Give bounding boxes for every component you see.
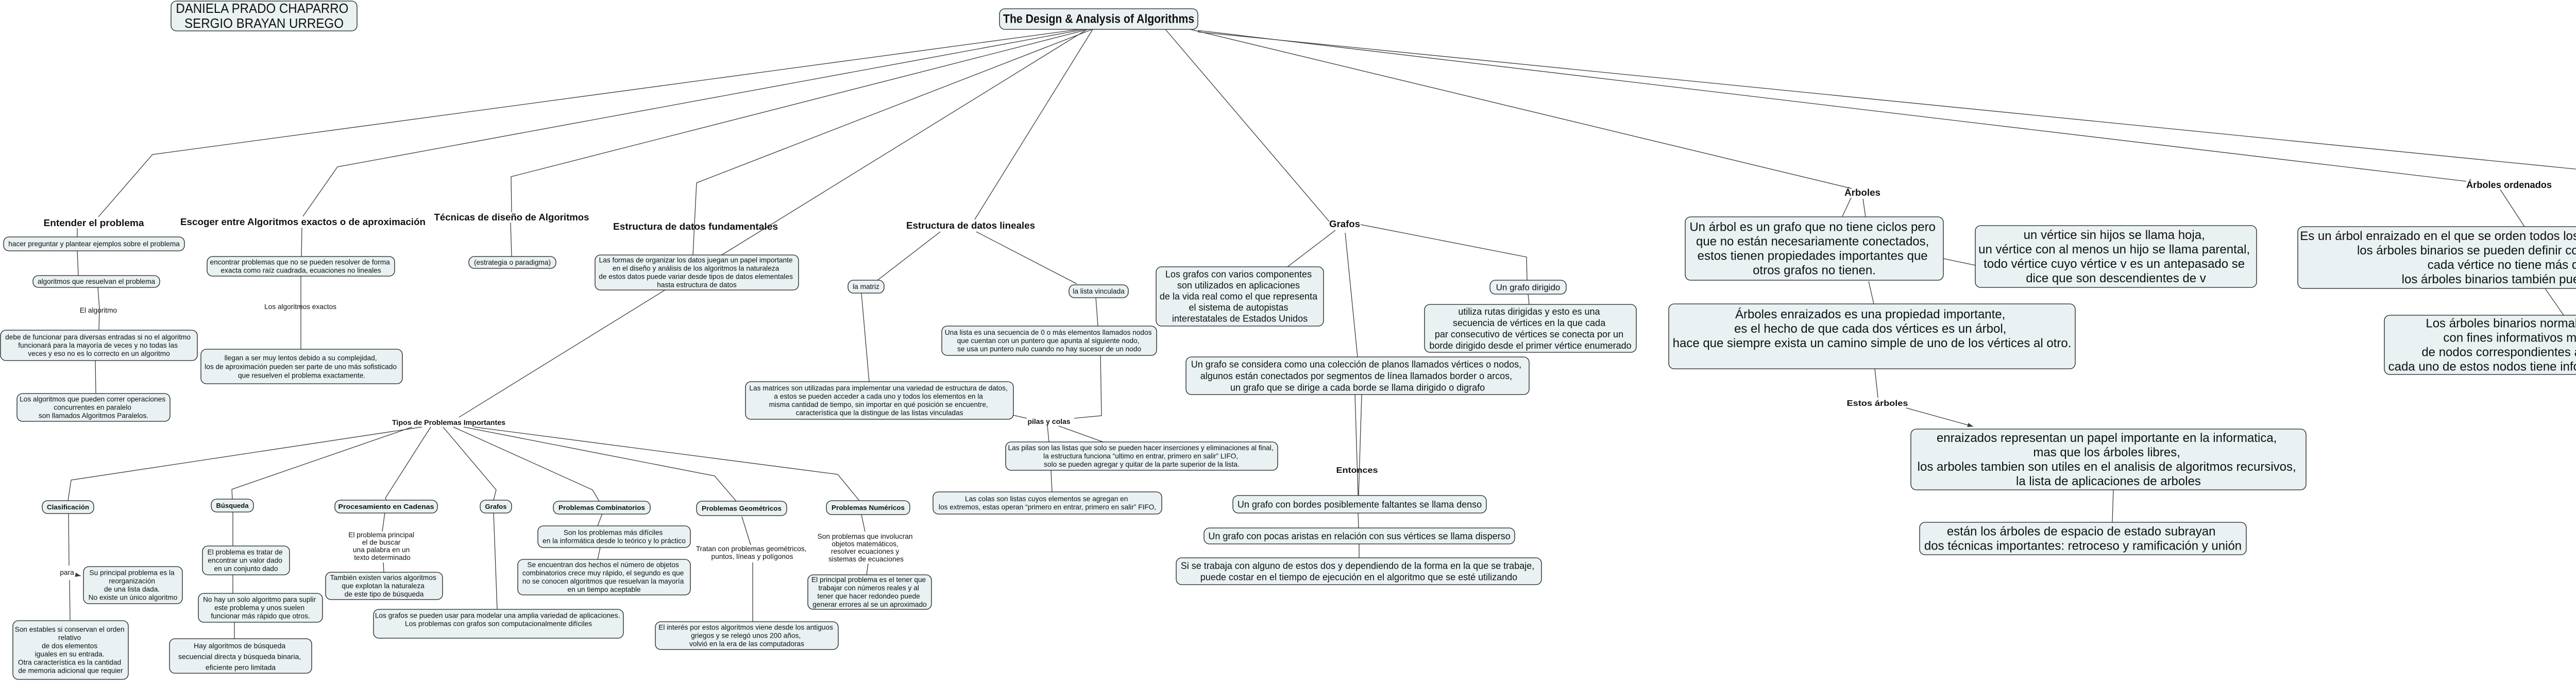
svg-text:El algoritmo: El algoritmo [80,306,117,314]
svg-text:Se encuentran dos hechos el nú: Se encuentran dos hechos el número de ob… [522,561,686,593]
svg-text:También existen varios algorit: También existen varios algoritmos que ex… [330,574,438,598]
svg-text:Los árboles binarios normalmen: Los árboles binarios normalmente se impl… [2388,317,2576,374]
svg-text:(estrategia o paradigma): (estrategia o paradigma) [474,259,551,266]
svg-text:Los grafos se pueden usar para: Los grafos se pueden usar para modelar u… [375,612,622,628]
svg-text:Problemas Geométricos: Problemas Geométricos [702,505,782,513]
svg-text:enraizados representan un pape: enraizados representan un papel importan… [1918,431,2300,488]
svg-text:Un grafo con bordes posiblemen: Un grafo con bordes posiblemente faltant… [1238,499,1482,509]
svg-text:Son problemas que involucran o: Son problemas que involucran objetos mat… [818,533,915,563]
svg-text:No hay un solo algoritmo para: No hay un solo algoritmo para suplir est… [203,596,318,620]
svg-text:Escoger entre Algoritmos exact: Escoger entre Algoritmos exactos o de ap… [180,217,426,227]
svg-text:hacer preguntar y plantear eje: hacer preguntar y plantear ejemplos sobr… [8,240,180,248]
svg-text:un vértice sin hijos se llama: un vértice sin hijos se llama hoja, un v… [1978,228,2253,285]
svg-text:Árboles ordenados: Árboles ordenados [2466,179,2552,190]
svg-text:Las pilas son las listas que s: Las pilas son las listas que solo se pue… [1008,444,1276,468]
svg-text:El interés por estos algoritmo: El interés por estos algoritmos viene de… [658,624,835,648]
svg-text:la lista vinculada: la lista vinculada [1073,287,1125,295]
svg-text:Estructura de datos lineales: Estructura de datos lineales [906,220,1035,231]
svg-text:The Design & Analysis of Algor: The Design & Analysis of Algorithms [1003,12,1194,26]
svg-text:Hay algoritmos de búsqueda sec: Hay algoritmos de búsqueda secuencial di… [178,642,303,672]
svg-text:Tratan con problemas geométric: Tratan con problemas geométricos, puntos… [696,545,809,560]
svg-text:Es un árbol enraizado en el qu: Es un árbol enraizado en el que se orden… [2300,229,2576,286]
svg-text:Los grafos con varios componen: Los grafos con varios componentes son ut… [1160,269,1320,324]
svg-text:Un árbol es un grafo que no ti: Un árbol es un grafo que no tiene ciclos… [1689,220,1939,278]
svg-text:Un grafo con pocas aristas en: Un grafo con pocas aristas en relación c… [1208,531,1510,541]
svg-text:Los algoritmos exactos: Los algoritmos exactos [264,303,336,311]
svg-text:Técnicas de diseño de Algoritm: Técnicas de diseño de Algoritmos [434,212,589,223]
svg-text:Su principal problema es la re: Su principal problema es la reorganizaci… [89,569,178,602]
svg-text:Estos árboles: Estos árboles [1847,399,1908,408]
svg-text:Problemas Combinatorios: Problemas Combinatorios [558,504,645,511]
svg-text:llegan a ser muy lentos debido: llegan a ser muy lentos debido a su comp… [205,354,399,379]
svg-text:Problemas Numéricos: Problemas Numéricos [832,504,905,511]
svg-text:Las colas son listas cuyos ele: Las colas son listas cuyos elementos se … [939,495,1156,511]
svg-text:la matriz: la matriz [853,283,879,291]
svg-text:Un grafo se considera como una: Un grafo se considera como una colección… [1191,360,1524,393]
svg-text:Las formas de organizar los da: Las formas de organizar los datos juegan… [599,257,794,289]
svg-text:Una lista es una secuencia de: Una lista es una secuencia de 0 o más el… [945,329,1154,353]
svg-text:Clasificación: Clasificación [47,503,89,511]
svg-text:Tipos de Problemas Importantes: Tipos de Problemas Importantes [392,418,505,426]
svg-text:Búsqueda: Búsqueda [216,502,249,509]
svg-text:Estructura de datos fundamenta: Estructura de datos fundamentales [613,221,778,232]
svg-text:algoritmos que resuelvan el pr: algoritmos que resuelvan el problema [38,278,156,285]
svg-text:DANIELA PRADO CHAPARRO SERGIO: DANIELA PRADO CHAPARRO SERGIO BRAYAN URR… [176,1,352,31]
svg-text:para: para [60,569,74,576]
svg-text:El problema principal el de bu: El problema principal el de buscar una p… [348,531,416,561]
svg-text:El principal problema es el te: El principal problema es el tener que tr… [811,576,928,608]
svg-text:Son los problemas más difícile: Son los problemas más difíciles en la in… [543,529,686,545]
svg-text:debe de funcionar para diversa: debe de funcionar para diversas entradas… [5,333,193,357]
svg-text:Grafos: Grafos [1329,219,1360,229]
svg-text:Si se trabaja con alguno de es: Si se trabaja con alguno de estos dos y … [1181,560,1537,582]
svg-text:utiliza rutas dirigidas y esto: utiliza rutas dirigidas y esto es una se… [1429,306,1631,351]
svg-text:Entonces: Entonces [1336,466,1378,475]
svg-text:El problema es tratar de encon: El problema es tratar de encontrar un va… [208,549,285,573]
svg-text:Grafos: Grafos [485,503,507,510]
svg-text:Un grafo dirigido: Un grafo dirigido [1496,283,1561,293]
svg-text:Árboles: Árboles [1844,187,1880,198]
svg-text:Entender el problema: Entender el problema [44,218,145,228]
svg-text:Procesamiento en Cadenas: Procesamiento en Cadenas [338,503,434,510]
svg-text:Las matrices son utilizadas pa: Las matrices son utilizadas para impleme… [749,384,1009,417]
svg-text:Los algoritmos que pueden corr: Los algoritmos que pueden correr operaci… [20,396,167,420]
svg-text:encontrar problemas que no se: encontrar problemas que no se pueden res… [210,259,392,275]
svg-text:pilas y colas: pilas y colas [1028,418,1071,425]
svg-text:Son estables si conservan el o: Son estables si conservan el orden relat… [15,626,127,675]
svg-text:Árboles enraizados es una prop: Árboles enraizados es una propiedad impo… [1673,308,2072,350]
svg-text:están los árboles de espacio d: están los árboles de espacio de estado s… [1924,525,2242,553]
